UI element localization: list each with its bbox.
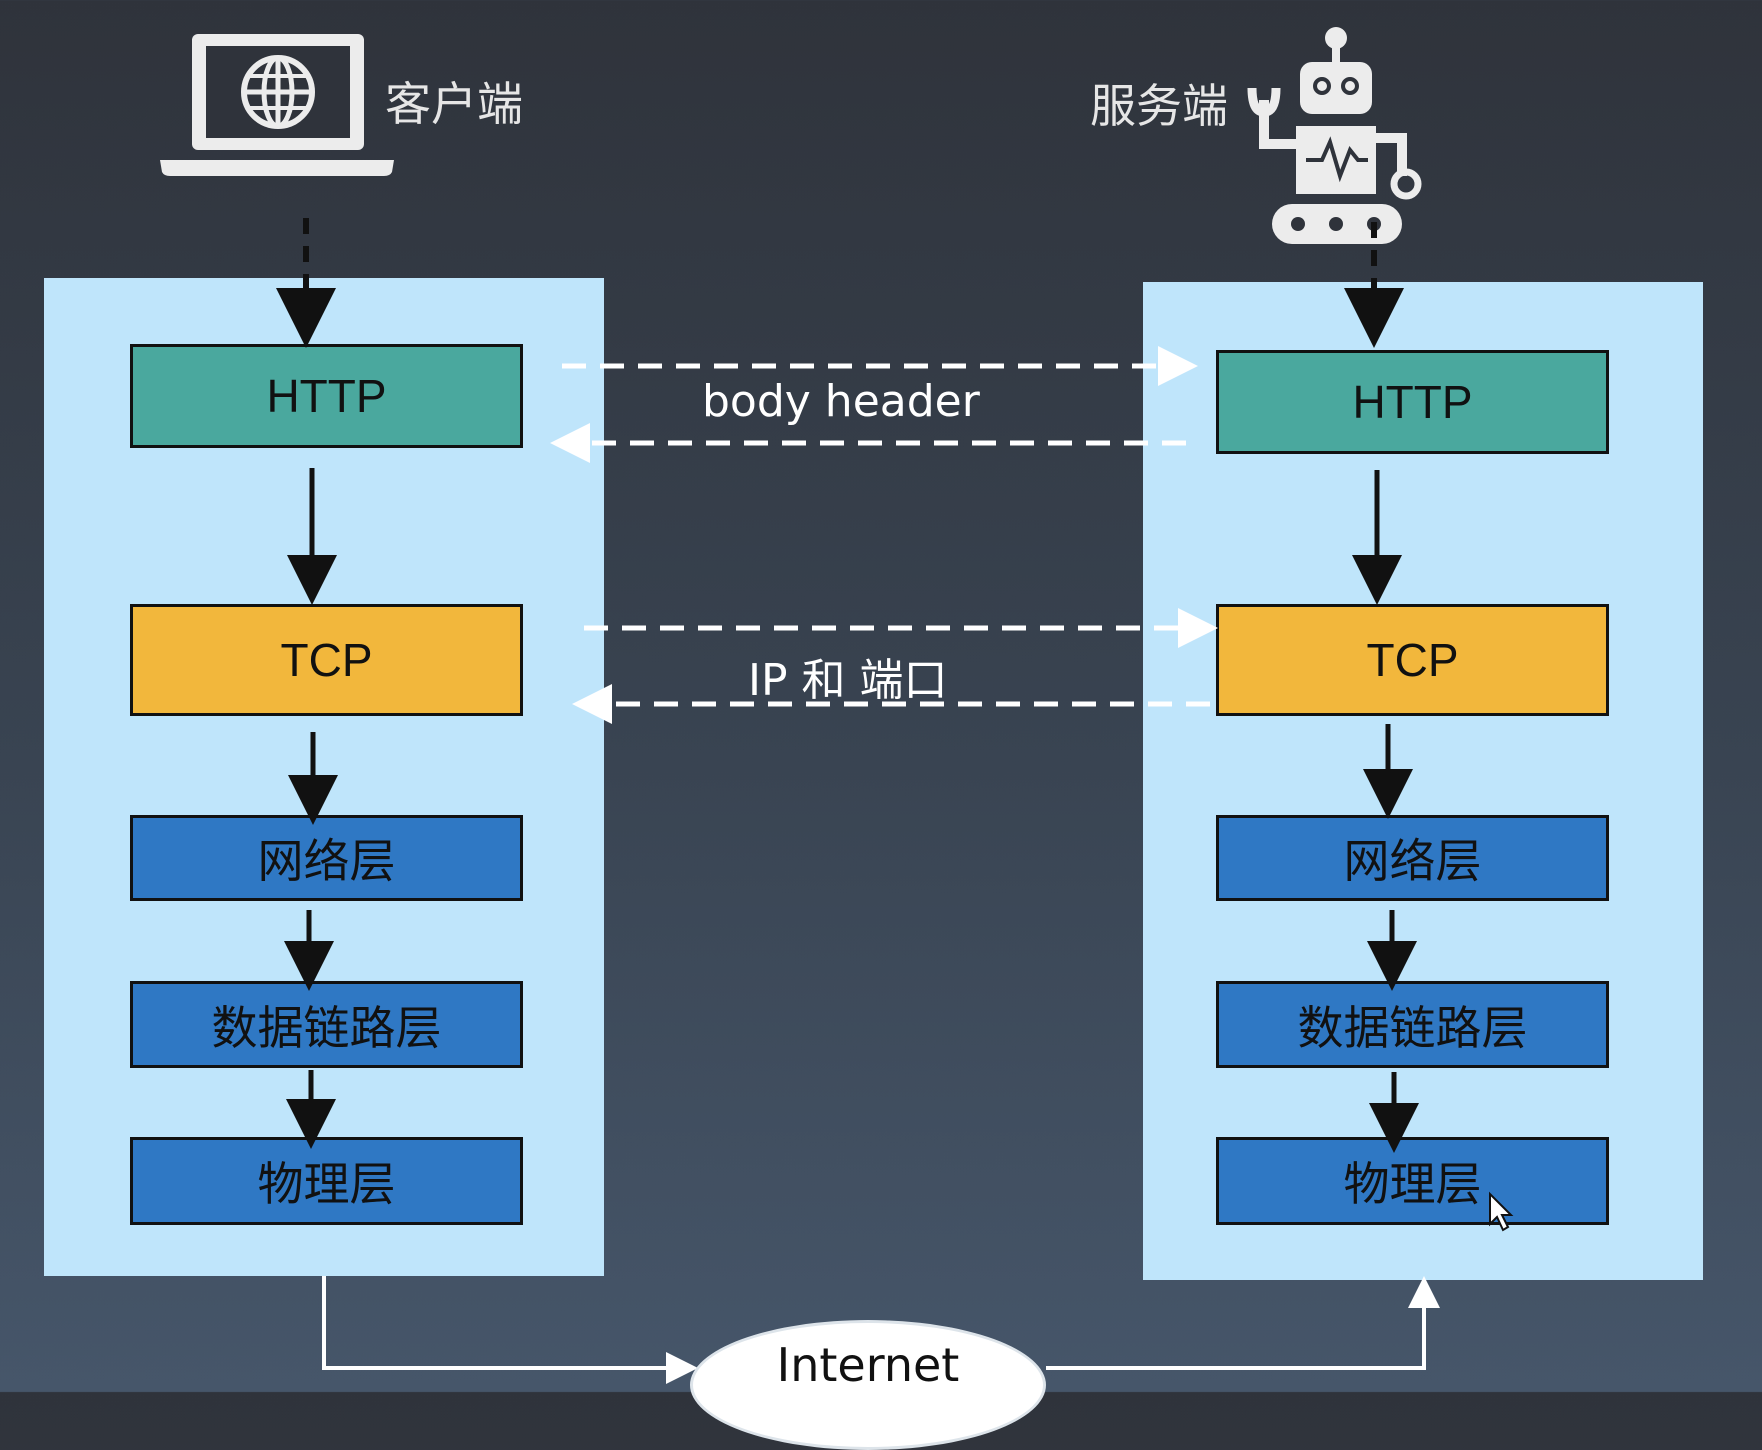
internet-to-server-line xyxy=(1046,1276,1440,1370)
client-http-layer: HTTP xyxy=(130,344,523,448)
laptop-globe-icon xyxy=(160,34,394,176)
server-tcp-label: TCP xyxy=(1366,634,1459,686)
client-title: 客户端 xyxy=(385,77,523,131)
client-datalink-layer: 数据链路层 xyxy=(130,981,523,1068)
client-physical-label: 物理层 xyxy=(257,1158,396,1210)
tcp-exchange-label: IP 和 端口 xyxy=(748,655,948,706)
server-http-layer: HTTP xyxy=(1216,350,1609,454)
server-datalink-label: 数据链路层 xyxy=(1297,1001,1528,1054)
server-network-label: 网络层 xyxy=(1343,835,1482,887)
client-tcp-label: TCP xyxy=(280,634,373,686)
client-physical-layer: 物理层 xyxy=(130,1137,523,1225)
server-http-label: HTTP xyxy=(1352,376,1473,428)
client-datalink-label: 数据链路层 xyxy=(211,1001,442,1054)
client-to-internet-line xyxy=(322,1276,698,1384)
server-datalink-layer: 数据链路层 xyxy=(1216,981,1609,1068)
server-physical-label: 物理层 xyxy=(1343,1158,1482,1210)
client-http-label: HTTP xyxy=(266,370,387,422)
client-tcp-layer: TCP xyxy=(130,604,523,716)
mouse-cursor-icon xyxy=(1489,1191,1514,1232)
internet-label: Internet xyxy=(776,1338,960,1392)
server-title: 服务端 xyxy=(1090,79,1228,133)
robot-icon xyxy=(1247,27,1422,244)
client-network-layer: 网络层 xyxy=(130,815,523,901)
diagram-connectors xyxy=(160,27,1514,1384)
client-network-label: 网络层 xyxy=(257,835,396,887)
server-tcp-layer: TCP xyxy=(1216,604,1609,716)
http-exchange-label: body header xyxy=(702,376,980,427)
